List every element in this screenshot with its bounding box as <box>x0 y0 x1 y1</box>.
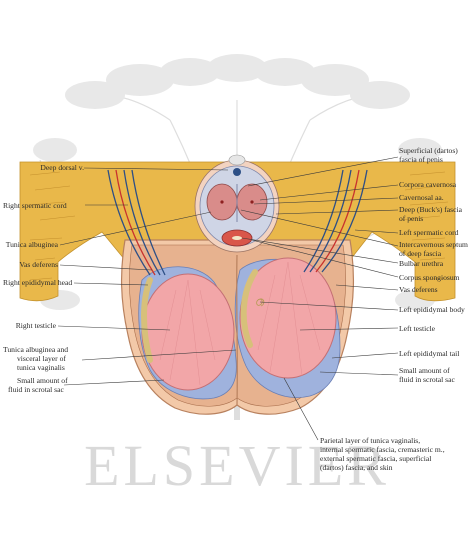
left-epididymal-coils <box>256 298 265 307</box>
label-right-epididymal-head: Right epididymal head <box>3 278 72 287</box>
left-labels: Deep dorsal v. Right spermatic cord Tuni… <box>3 163 84 394</box>
label-septum-1: Intercavernous septum <box>399 240 468 249</box>
right-leader-lines <box>240 156 399 441</box>
label-parietal-3: external spermatic fascia, superficial <box>320 454 431 463</box>
left-testicle-shape <box>239 257 337 379</box>
label-dartos-2: fascia of penis <box>399 155 443 164</box>
bottom-labels: Parietal layer of tunica vaginalis, inte… <box>320 436 445 472</box>
testis-septa <box>159 261 321 386</box>
label-dartos-1: Superficial (dartos) <box>399 146 458 155</box>
label-septum-2: of deep fascia <box>399 249 442 258</box>
label-left-testicle: Left testicle <box>399 324 436 333</box>
label-deep-dorsal-vein: Deep dorsal v. <box>40 163 84 172</box>
label-parietal-2: internal spermatic fascia, cremasteric m… <box>320 445 445 454</box>
label-fluid-right-1: Small amount of <box>399 366 450 375</box>
label-vas-deferens-right: Vas deferens <box>19 260 58 269</box>
label-parietal-1: Parietal layer of tunica vaginalis, <box>320 436 420 445</box>
left-epididymis <box>240 269 258 348</box>
label-bucks-1: Deep (Buck's) fascia <box>399 205 463 214</box>
label-left-epididymal-tail: Left epididymal tail <box>399 349 459 358</box>
fat-texture <box>27 171 449 281</box>
label-corpus-spongiosum: Corpus spongiosum <box>399 273 460 282</box>
label-right-spermatic-cord: Right spermatic cord <box>3 201 67 210</box>
left-leader-lines <box>57 167 237 386</box>
label-right-testicle: Right testicle <box>16 321 57 330</box>
right-epididymis <box>141 277 153 363</box>
right-testicle-shape <box>141 273 235 391</box>
tree-foliage <box>33 54 442 310</box>
label-tunica-vaginalis-2: visceral layer of <box>17 354 66 363</box>
label-cavernosal-arteries: Cavernosal aa. <box>399 193 444 202</box>
label-bucks-2: of penis <box>399 214 423 223</box>
elsevier-watermark: ELSEVIER <box>84 433 390 498</box>
label-bulbar-urethra: Bulbar urethra <box>399 259 444 268</box>
bulbar-urethra-shape <box>232 236 242 240</box>
label-corpora-cavernosa: Corpora cavernosa <box>399 180 457 189</box>
label-fluid-right-2: fluid in scrotal sac <box>399 375 456 384</box>
label-left-epididymal-body: Left epididymal body <box>399 305 465 314</box>
label-fluid-left-1: Small amount of <box>17 376 68 385</box>
deep-dorsal-vein-shape <box>233 168 241 176</box>
left-spermatic-cord-vessels <box>303 169 368 273</box>
label-left-spermatic-cord: Left spermatic cord <box>399 228 459 237</box>
label-tunica-vaginalis-3: tunica vaginalis <box>17 363 65 372</box>
scrotal-septum <box>236 254 238 406</box>
label-tunica-albuginea: Tunica albuginea <box>6 240 59 249</box>
label-tunica-vaginalis-1: Tunica albuginea and <box>3 345 68 354</box>
right-spermatic-cord-vessels <box>107 169 166 276</box>
label-fluid-left-2: fluid in scrotal sac <box>8 385 65 394</box>
right-labels: Superficial (dartos) fascia of penis Cor… <box>399 146 468 384</box>
label-vas-deferens-left: Vas deferens <box>399 285 438 294</box>
label-parietal-4: (dartos) fascia, and skin <box>320 463 393 472</box>
